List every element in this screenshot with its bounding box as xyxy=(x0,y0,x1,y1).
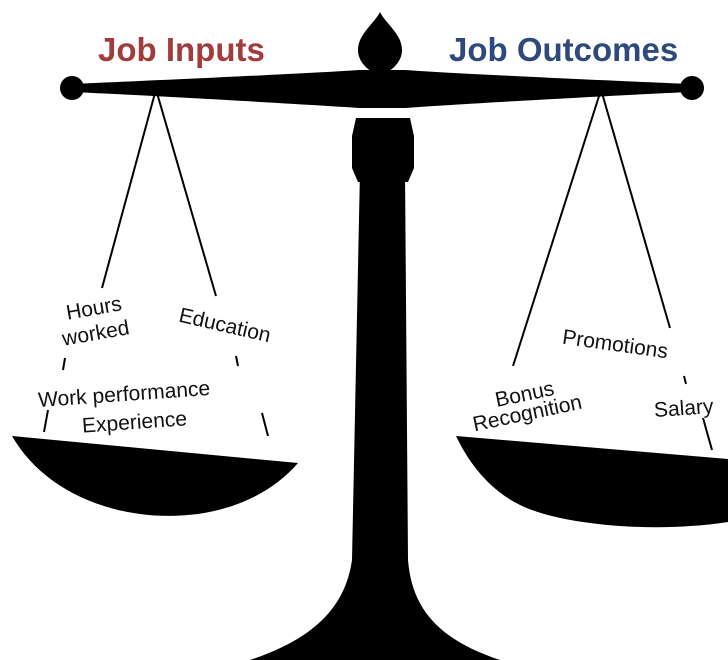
left-pan xyxy=(12,436,298,516)
scale-beam xyxy=(72,70,690,108)
left-pan-string-left-lower xyxy=(43,409,49,433)
outcome-item-salary: Salary xyxy=(653,394,715,423)
right-tick-promotions xyxy=(683,375,687,385)
scale-column xyxy=(250,170,500,660)
right-pan-string-right-lower xyxy=(702,417,713,451)
left-pan-string-left xyxy=(101,92,156,289)
left-tick-education xyxy=(235,355,239,367)
right-pan xyxy=(456,436,728,528)
left-pan-string-right-lower xyxy=(261,412,269,437)
left-pan-string-right xyxy=(156,92,217,297)
scale-finial xyxy=(358,12,402,74)
scale-collar xyxy=(352,118,414,182)
right-pan-string-left xyxy=(512,92,601,367)
beam-left-knob xyxy=(60,76,84,100)
job-outcomes-heading: Job Outcomes xyxy=(449,31,679,68)
beam-right-knob xyxy=(680,76,704,100)
job-inputs-heading: Job Inputs xyxy=(98,31,265,68)
right-pan-string-right xyxy=(601,92,671,329)
left-tick-hours xyxy=(62,357,66,371)
